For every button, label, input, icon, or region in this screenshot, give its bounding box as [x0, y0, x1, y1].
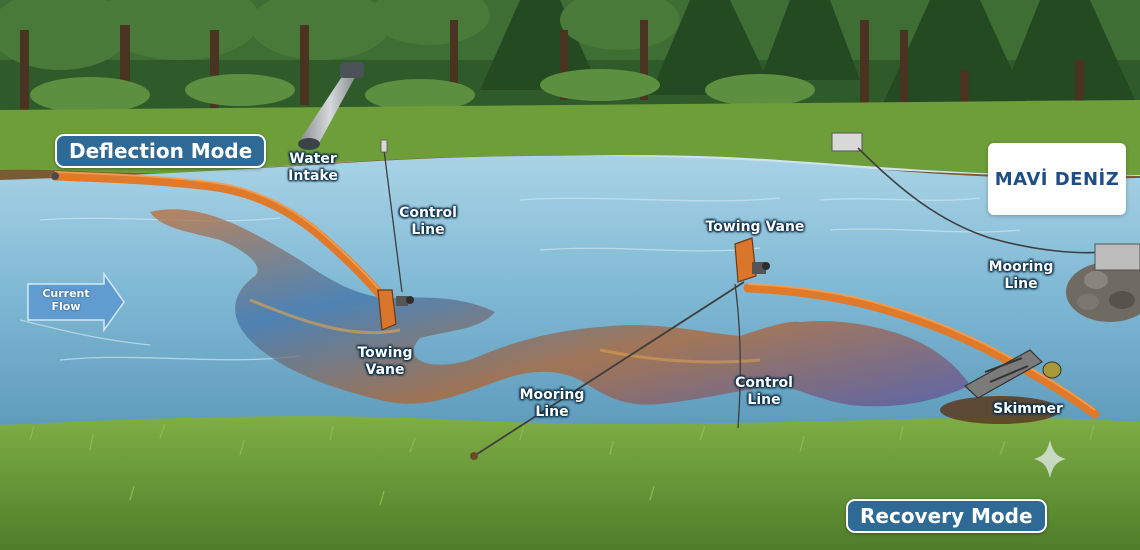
far-riverbank: [0, 100, 1140, 178]
skimmer-label: Skimmer: [993, 401, 1063, 417]
recovery-mode-badge: Recovery Mode: [846, 499, 1047, 533]
control-line-lower-label: Control Line: [735, 375, 793, 408]
sparkle-icon: [1034, 440, 1066, 478]
mooring-line-right-label: Mooring Line: [988, 259, 1054, 292]
control-line-upper-label: Control Line: [399, 205, 457, 238]
control-line-upper: [380, 139, 403, 293]
brand-name: MAVİ DENİZ: [994, 168, 1120, 190]
current-flow-label: Current Flow: [42, 287, 90, 313]
rock-pier: [1066, 243, 1140, 322]
mooring-line-lower: [470, 281, 745, 460]
water-intake-label: Water Intake: [288, 151, 338, 184]
forest-background: [0, 0, 1140, 150]
arrow-right-icon: [27, 271, 125, 333]
mooring-line-upper: [831, 132, 1106, 254]
towing-vane-left: [377, 289, 414, 331]
mooring-line-lower-label: Mooring Line: [519, 387, 585, 420]
brand-logo: MAVİ DENİZ: [988, 143, 1126, 215]
recovery-boom: [743, 283, 1100, 419]
deflection-mode-badge: Deflection Mode: [55, 134, 267, 168]
towing-vane-left-label: Towing Vane: [357, 345, 413, 378]
skimmer: [940, 349, 1062, 424]
water-intake-pipe: [298, 62, 364, 150]
oil-slick: [150, 209, 970, 407]
deflection-boom: [50, 171, 390, 305]
towing-vane-right-label: Towing Vane: [705, 219, 805, 235]
towing-vane-right: [734, 237, 770, 283]
control-line-lower: [734, 283, 741, 429]
